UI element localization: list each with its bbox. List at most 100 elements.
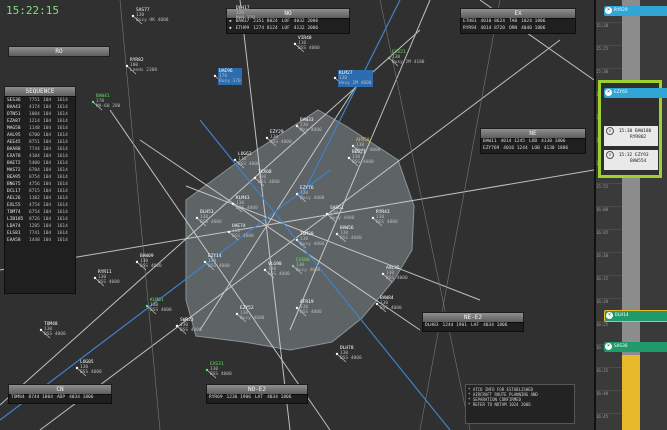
- close-icon[interactable]: ×: [606, 312, 613, 319]
- callsign: TOM48: [44, 322, 58, 327]
- callsign: AFR50: [356, 138, 370, 143]
- timeline-pill-bottom[interactable]: × DLH14: [604, 310, 667, 322]
- leader-line: [236, 313, 247, 323]
- panel-ro-header[interactable]: RO: [8, 46, 110, 57]
- sequence-value: 4104: [29, 154, 40, 159]
- callsign: BAW41: [96, 94, 110, 99]
- flight-level: 100: [130, 63, 139, 68]
- timeline-pill-bottom[interactable]: × SAS36: [604, 342, 667, 352]
- callsign: TOM20: [300, 232, 314, 237]
- close-icon[interactable]: ×: [606, 127, 614, 135]
- callsign: DCL17: [7, 189, 21, 194]
- close-icon[interactable]: ×: [605, 89, 612, 96]
- leader-line: [40, 329, 51, 339]
- label-info: BSS 4000: [270, 140, 292, 145]
- cell: ORN: [508, 25, 518, 31]
- close-icon[interactable]: ×: [606, 151, 614, 159]
- flight-card[interactable]: × 15:30 BAW180 RYR802: [604, 126, 658, 146]
- flight-card[interactable]: × 15:32 EZY93 BAW554: [604, 150, 658, 170]
- callsign: EZY52: [240, 306, 254, 311]
- close-icon[interactable]: ×: [605, 7, 612, 14]
- callsign: EAA58: [7, 238, 21, 243]
- timeline-pill-top[interactable]: × RYR29: [604, 6, 667, 16]
- leader-line: [146, 305, 157, 315]
- callsign: MAG58: [7, 126, 21, 131]
- arrival-timeline[interactable]: 15:2015:2515:3015:3515:4015:4515:5015:55…: [596, 0, 667, 430]
- callsign: TOM74: [7, 210, 21, 215]
- close-icon[interactable]: ×: [605, 343, 612, 350]
- timeline-pill-frame[interactable]: × EZY65: [604, 88, 667, 98]
- leader-line: [336, 233, 347, 243]
- sequence-value: 1614: [57, 161, 68, 166]
